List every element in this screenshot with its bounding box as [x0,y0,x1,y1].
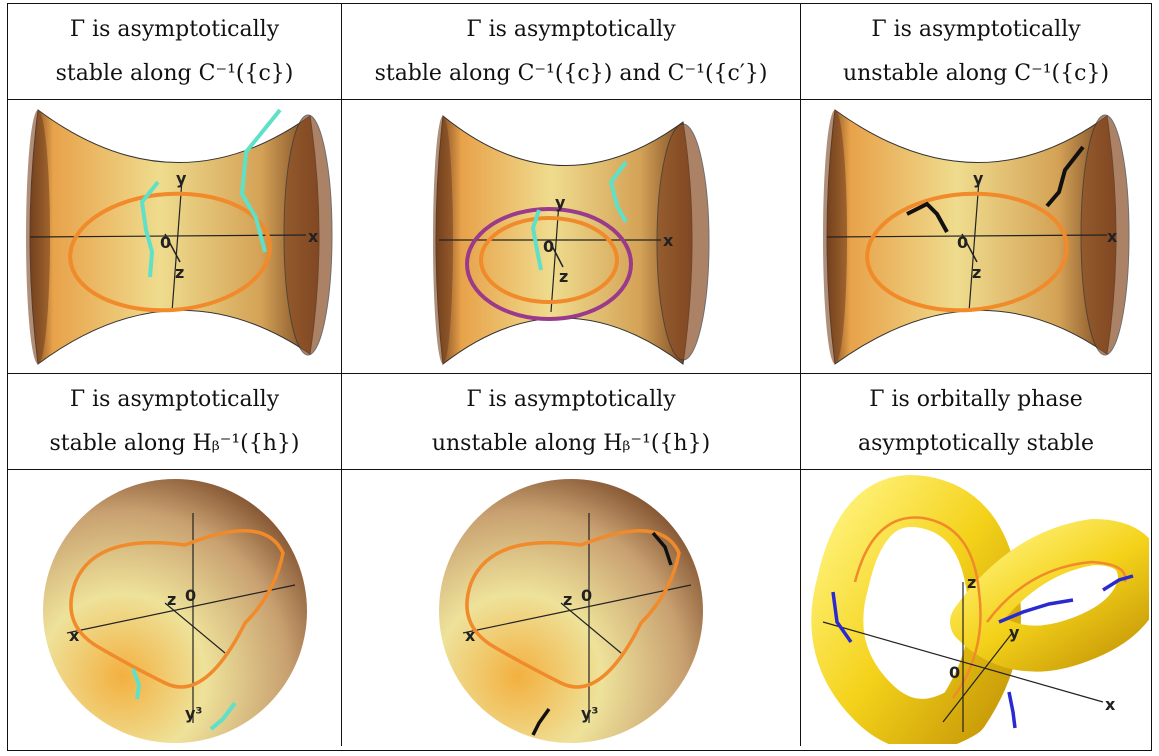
x-axis [66,584,295,634]
hyperboloid-stable-plot: x y z 0 [25,108,332,365]
caption-line: stable along Hᵦ⁻¹({h}) [49,430,300,456]
z-axis-label: z [559,267,568,286]
y-axis-label: y [176,169,187,188]
origin-label: 0 [957,233,968,252]
origin-label: 0 [185,586,196,605]
x-axis-label: x [69,626,80,645]
perturbed-trajectory [531,707,551,736]
caption-line: Γ is asymptotically [466,16,676,42]
x-axis-label: x [1105,695,1116,714]
caption-line: stable along C⁻¹({c}) [55,60,294,86]
z-axis [961,233,978,262]
sphere-unstable-image: x z 0 y³ [342,470,801,746]
origin-label: 0 [949,663,960,682]
z-axis-label: z [563,590,572,609]
perturbed-trajectory [998,598,1074,624]
perturbed-trajectory [209,701,237,731]
perturbed-trajectory [130,668,141,700]
z-axis [164,602,225,654]
z-axis-label: z [167,590,176,609]
hyperboloid-unstable-image: x y z 0 [801,100,1151,374]
x-axis-label: x [663,231,674,250]
y-axis-label: y [973,169,984,188]
y-axis [968,179,980,312]
sphere-unstable-plot: x z 0 y³ [439,479,703,743]
torus-image: x y z 0 [801,470,1151,746]
caption-line: Γ is orbitally phase [869,386,1083,412]
caption-sphere-unstable: Γ is asymptotically unstable along Hᵦ⁻¹(… [342,374,801,470]
perturbed-trajectory [608,160,628,223]
caption-hyperboloid-unstable: Γ is asymptotically unstable along C⁻¹({… [801,4,1151,100]
y-axis [170,179,183,312]
origin-label: 0 [543,237,554,256]
sphere-stable-plot: x z 0 y³ [42,479,307,743]
orbit [68,529,285,689]
perturbed-trajectory [1045,145,1085,207]
caption-line: Γ is asymptotically [871,16,1081,42]
orbit [985,560,1127,623]
z-axis [548,239,564,267]
y-axis-label: y [555,193,566,212]
z-axis [560,602,622,654]
orbit-purple [465,206,633,321]
x-axis-label: x [1107,227,1118,246]
y-axis [942,631,1014,723]
orbit [465,529,681,689]
origin-label: 0 [581,586,592,605]
hyperboloid-rim-right [656,123,710,360]
perturbed-trajectory [1102,574,1134,592]
caption-line: Γ is asymptotically [466,386,676,412]
figure-table: Γ is asymptotically stable along C⁻¹({c}… [7,3,1152,751]
orbit [479,215,619,304]
caption-line: Γ is asymptotically [69,386,280,412]
caption-torus-phase-stable: Γ is orbitally phase asymptotically stab… [801,374,1151,470]
caption-hyperboloid-stable: Γ is asymptotically stable along C⁻¹({c}… [8,4,342,100]
y3-axis-label: y³ [581,704,598,723]
x-axis-label: x [465,626,476,645]
perturbed-trajectory [831,591,853,644]
perturbed-trajectory [239,108,282,253]
hyperboloid-stable-two-image: x y z 0 [342,100,801,374]
perturbed-trajectory [1007,691,1017,729]
z-axis-label: z [175,263,184,282]
perturbed-trajectory [651,531,673,566]
sphere-stable-image: x z 0 y³ [8,470,342,746]
hyperboloid-unstable-plot: x y z 0 [823,108,1130,365]
orbit [853,516,982,699]
z-axis-label: z [972,263,981,282]
caption-hyperboloid-stable-two: Γ is asymptotically stable along C⁻¹({c}… [342,4,801,100]
torus-tube [950,519,1149,672]
x-axis-label: x [308,227,319,246]
y3-axis-label: y³ [185,704,202,723]
y-axis [550,201,560,312]
perturbed-trajectory [906,201,949,233]
caption-sphere-stable: Γ is asymptotically stable along Hᵦ⁻¹({h… [8,374,342,470]
caption-line: unstable along C⁻¹({c}) [842,60,1110,86]
caption-line: Γ is asymptotically [69,16,280,42]
y-axis-label: y [1009,623,1020,642]
caption-line: asymptotically stable [857,430,1095,456]
hyperboloid-stable-two-plot: x y z 0 [433,114,710,365]
hyperboloid-stable-image: x y z 0 [8,100,342,374]
x-axis [462,584,692,634]
perturbed-trajectory [530,208,543,270]
torus-plot: x y z 0 [811,475,1149,744]
orbit [67,191,272,312]
caption-line: unstable along Hᵦ⁻¹({h}) [431,430,711,456]
perturbed-trajectory [139,180,160,277]
z-axis-label: z [967,573,976,592]
z-axis [163,233,181,262]
caption-line: stable along C⁻¹({c}) and C⁻¹({c′}) [374,60,768,86]
orbit [865,191,1069,312]
origin-label: 0 [160,233,171,252]
